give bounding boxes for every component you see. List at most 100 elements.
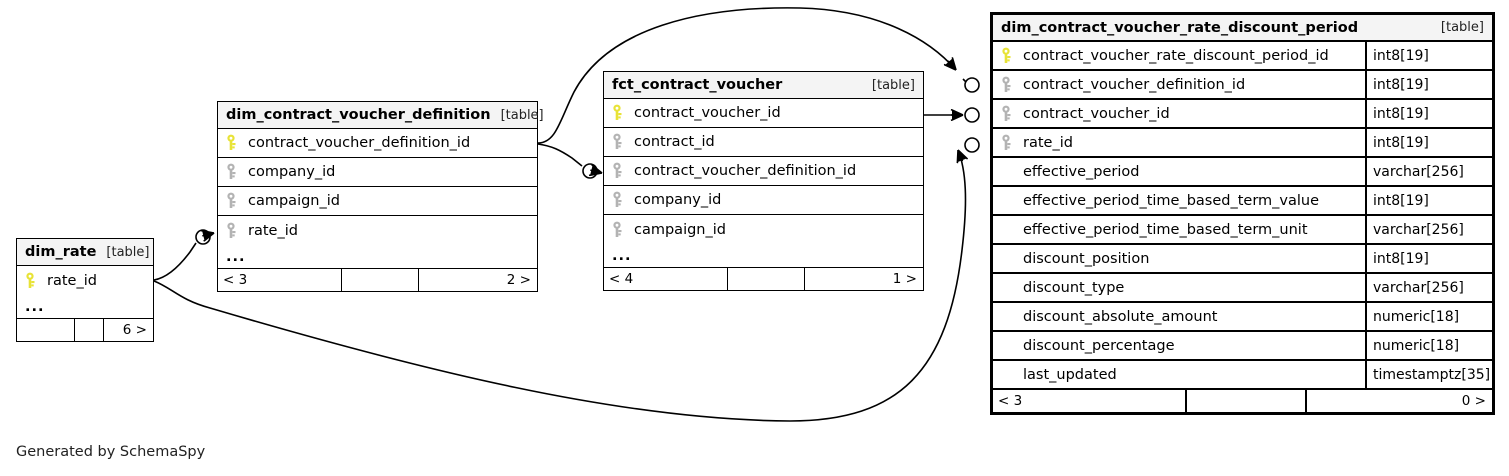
column-name-cell: contract_voucher_definition_id	[993, 76, 1365, 94]
foreign-key-icon	[612, 221, 634, 239]
column-name: contract_voucher_definition_id	[634, 163, 857, 179]
column-name-cell: rate_id	[17, 272, 153, 290]
column-type: timestamptz[35]	[1365, 361, 1492, 388]
footer-parent-count[interactable]: < 3	[998, 393, 1023, 409]
foreign-key-icon	[612, 133, 634, 151]
column-name-cell: contract_voucher_definition_id	[218, 134, 537, 152]
table-name: fct_contract_voucher	[612, 77, 783, 93]
table-row[interactable]: contract_voucher_definition_id	[218, 129, 537, 158]
table-header-fct_contract_voucher[interactable]: fct_contract_voucher [table]	[604, 72, 923, 99]
foreign-key-icon	[226, 192, 248, 210]
table-row[interactable]: campaign_id	[218, 187, 537, 216]
column-name: contract_id	[634, 134, 715, 150]
column-name-cell: last_updated	[993, 366, 1365, 384]
column-name: company_id	[634, 192, 722, 208]
column-type: varchar[256]	[1365, 158, 1492, 185]
table-row[interactable]: rate_id	[218, 216, 537, 245]
primary-key-icon	[226, 134, 248, 152]
table-type-tag: [table]	[1440, 20, 1484, 35]
table-row[interactable]: company_id	[604, 186, 923, 215]
column-name: contract_voucher_definition_id	[1023, 76, 1246, 93]
table-header-dim_contract_voucher_definition[interactable]: dim_contract_voucher_definition [table]	[218, 102, 544, 129]
no-key-spacer	[1001, 337, 1023, 355]
table-row[interactable]: contract_id	[604, 128, 923, 157]
table-columns-dim_contract_voucher_definition: contract_voucher_definition_id company_id…	[218, 129, 537, 245]
table-dim_contract_voucher_definition[interactable]: dim_contract_voucher_definition [table] co…	[217, 101, 544, 292]
column-name: effective_period_time_based_term_value	[1023, 192, 1320, 209]
table-header-dim_rate[interactable]: dim_rate[table]	[17, 239, 153, 266]
no-key-spacer	[1001, 192, 1023, 210]
column-name: company_id	[248, 164, 336, 180]
column-name-cell: discount_type	[993, 279, 1365, 297]
column-name-cell: discount_position	[993, 250, 1365, 268]
table-dim_rate[interactable]: dim_rate[table] rate_id... 6 >	[16, 238, 154, 342]
footer-parent-count[interactable]	[17, 319, 74, 341]
footer-child-count[interactable]: 6 >	[122, 322, 147, 338]
column-name-cell: discount_absolute_amount	[993, 308, 1365, 326]
table-columns-dim_contract_voucher_rate_discount_period: contract_voucher_rate_discount_period_id…	[993, 42, 1492, 390]
table-fct_contract_voucher[interactable]: fct_contract_voucher [table] contract_vouc…	[603, 71, 924, 291]
column-name-cell: rate_id	[993, 134, 1365, 152]
column-name: contract_voucher_rate_discount_period_id	[1023, 47, 1329, 64]
table-row[interactable]: contract_voucher_id	[604, 99, 923, 128]
table-columns-dim_rate: rate_id	[17, 266, 153, 295]
column-type: numeric[18]	[1365, 303, 1492, 330]
no-key-spacer	[1001, 250, 1023, 268]
table-row[interactable]: rate_id	[17, 266, 153, 295]
column-name-cell: contract_voucher_definition_id	[604, 162, 923, 180]
table-row[interactable]: company_id	[218, 158, 537, 187]
footer-parent-count[interactable]: < 4	[609, 271, 634, 287]
column-type: int8[19]	[1365, 71, 1492, 98]
column-name-cell: contract_voucher_id	[993, 105, 1365, 123]
column-name: rate_id	[248, 222, 298, 239]
footer-child-count[interactable]: 0 >	[1461, 393, 1486, 409]
table-type-tag: [table]	[106, 244, 150, 260]
column-type: varchar[256]	[1365, 274, 1492, 301]
column-type: int8[19]	[1365, 245, 1492, 272]
column-name: rate_id	[1023, 134, 1073, 151]
column-name: discount_percentage	[1023, 337, 1175, 354]
table-header-dim_contract_voucher_rate_discount_period[interactable]: dim_contract_voucher_rate_discount_perio…	[993, 15, 1492, 42]
table-row[interactable]: contract_voucher_rate_discount_period_id…	[993, 42, 1492, 71]
column-name: contract_voucher_definition_id	[248, 135, 471, 151]
no-key-spacer	[1001, 163, 1023, 181]
column-type: int8[19]	[1365, 100, 1492, 127]
table-row[interactable]: contract_voucher_definition_id	[604, 157, 923, 186]
column-name-cell: contract_voucher_id	[604, 104, 923, 122]
no-key-spacer	[1001, 366, 1023, 384]
foreign-key-icon	[1001, 105, 1023, 123]
more-columns-indicator[interactable]: ...	[17, 295, 153, 319]
footer-child-count[interactable]: 1 >	[892, 271, 917, 287]
column-name-cell: contract_id	[604, 133, 923, 151]
foreign-key-icon	[1001, 134, 1023, 152]
column-name-cell: contract_voucher_rate_discount_period_id	[993, 47, 1365, 65]
foreign-key-icon	[226, 222, 248, 240]
column-name: contract_voucher_id	[634, 105, 781, 121]
table-dim_contract_voucher_rate_discount_period[interactable]: dim_contract_voucher_rate_discount_perio…	[990, 12, 1495, 415]
footer-parent-count[interactable]: < 3	[223, 272, 248, 288]
table-type-tag: [table]	[500, 107, 544, 123]
table-name: dim_contract_voucher_definition	[226, 107, 491, 123]
table-row[interactable]: contract_voucher_definition_id int8[19]	[993, 71, 1492, 100]
more-columns-indicator[interactable]: ...	[218, 245, 537, 269]
footer-middle	[727, 268, 805, 290]
column-name: rate_id	[47, 272, 97, 289]
column-type: varchar[256]	[1365, 216, 1492, 243]
more-columns-indicator[interactable]: ...	[604, 244, 923, 268]
footer-child-count[interactable]: 2 >	[506, 272, 531, 288]
table-type-tag: [table]	[871, 77, 915, 93]
table-row[interactable]: campaign_id	[604, 215, 923, 244]
table-columns-fct_contract_voucher: contract_voucher_id contract_id contract_v…	[604, 99, 923, 244]
edge-dimrate-to-dimcvd	[153, 229, 214, 281]
